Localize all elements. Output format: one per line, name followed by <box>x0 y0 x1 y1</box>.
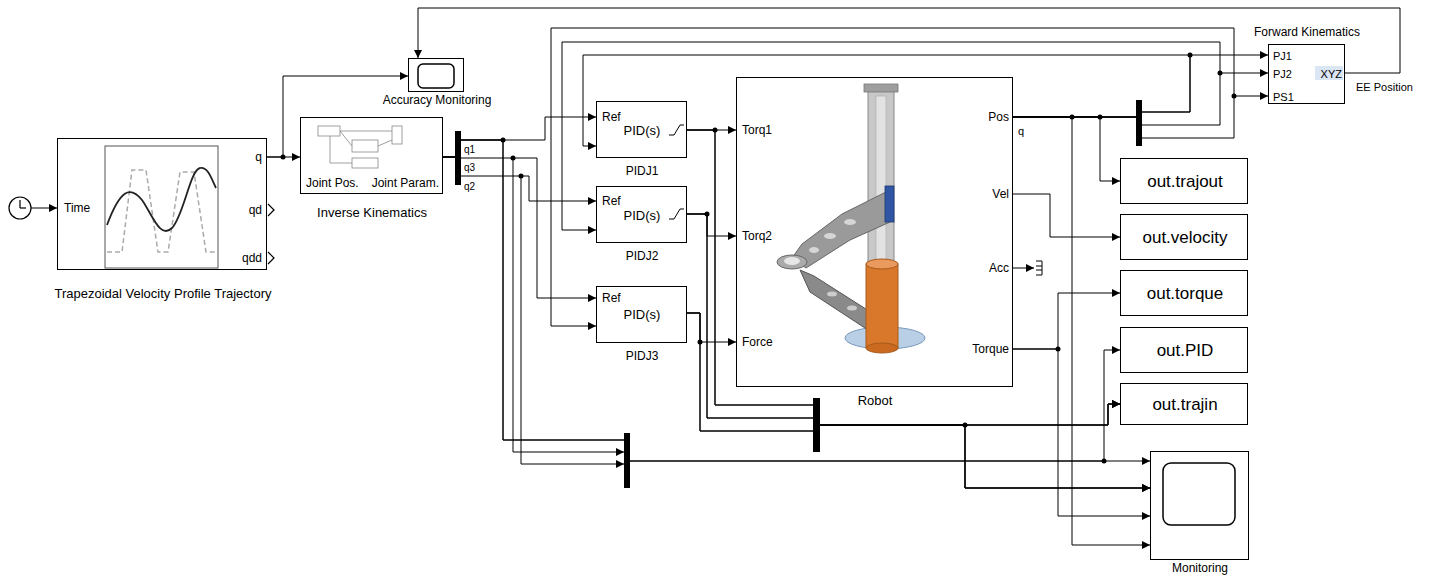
block-label: Time <box>64 202 90 215</box>
workspace-output: out.torque <box>1120 270 1248 316</box>
workspace-output: out.velocity <box>1120 214 1248 260</box>
block-label: Joint Param. <box>372 177 439 190</box>
block-label: Accuracy Monitoring <box>383 94 492 107</box>
signal-line <box>687 313 1150 488</box>
trajectory-plot-icon <box>105 146 218 268</box>
block-label: qdd <box>242 252 262 265</box>
scope-screen <box>418 64 454 88</box>
block-label: Force <box>742 336 773 349</box>
signal-line <box>687 214 736 236</box>
signal-line <box>551 28 1234 326</box>
signal-line <box>443 157 596 298</box>
robot-illustration <box>777 84 925 353</box>
subsystem-block: Joint Pos.Joint Param.Inverse Kinematics <box>300 117 443 194</box>
signal-wire <box>1234 96 1268 97</box>
signal-line <box>687 214 1120 425</box>
block-label: out.torque <box>1147 285 1224 304</box>
block-label: PIDJ1 <box>626 165 659 178</box>
signal-line <box>687 130 1150 488</box>
block-label: q <box>255 151 262 164</box>
block-label: PJ2 <box>1273 68 1292 80</box>
block-label: Torq1 <box>742 124 772 137</box>
signal-wire <box>1220 73 1268 74</box>
terminator-symbol <box>1013 261 1042 275</box>
clock-symbol <box>9 197 57 219</box>
workspace-output: out.trajout <box>1120 158 1248 204</box>
scope-block: Accuracy Monitoring <box>408 58 464 92</box>
saturation-symbol <box>669 209 684 219</box>
output-port-symbol <box>268 252 274 264</box>
block-label: XYZ <box>1321 68 1342 80</box>
signal-name: q <box>1018 125 1024 137</box>
block-label: Ref <box>602 292 621 305</box>
block-label: Robot <box>858 394 893 408</box>
block-label: PIDJ2 <box>626 250 659 263</box>
signal-name: q2 <box>464 181 475 192</box>
block-label: Torq2 <box>742 230 772 243</box>
signal-wire <box>513 158 624 452</box>
signal-line <box>1013 293 1120 349</box>
scope-block: Monitoring <box>1150 451 1249 560</box>
output-port-symbol <box>268 204 274 216</box>
block-label: PIDJ3 <box>626 350 659 363</box>
output-highlight <box>1315 66 1343 80</box>
block-label: Joint Pos. <box>306 177 359 190</box>
signal-line <box>443 157 596 201</box>
block-label: PID(s) <box>624 209 661 223</box>
signal-name: q3 <box>464 162 475 173</box>
block-label: PJ1 <box>1273 50 1292 62</box>
block-label: Forward Kinematics <box>1254 26 1360 39</box>
block-label: qd <box>249 204 262 217</box>
block-label: Vel <box>992 188 1009 201</box>
signal-wire <box>521 176 624 464</box>
block-label: out.trajin <box>1152 396 1217 415</box>
workspace-output: out.trajin <box>1120 383 1248 425</box>
signal-line <box>443 140 1120 461</box>
workspace-output: out.PID <box>1120 327 1248 373</box>
block-label: PS1 <box>1273 91 1294 103</box>
block-label: out.PID <box>1157 342 1214 361</box>
block-label: out.velocity <box>1142 229 1227 248</box>
block-label: Inverse Kinematics <box>317 206 427 220</box>
signal-line <box>418 8 1400 73</box>
saturation-symbol <box>669 125 684 135</box>
block-label: Ref <box>602 195 621 208</box>
block-label: Torque <box>972 343 1009 356</box>
junction-dot <box>281 53 1237 464</box>
block-label: Pos <box>988 111 1009 124</box>
signal-line <box>1013 117 1120 181</box>
signal-line <box>443 117 596 157</box>
pid-block: RefPID(s)PIDJ2 <box>596 186 687 243</box>
block-label: PID(s) <box>624 308 661 322</box>
scope-screen <box>1163 463 1235 525</box>
signal-line <box>443 140 1150 461</box>
block-label: Acc <box>989 262 1009 275</box>
pid-block: RefPID(s)PIDJ1 <box>596 101 687 158</box>
block-label: EE Position <box>1356 81 1413 93</box>
pid-block: RefPID(s)PIDJ3 <box>596 286 687 343</box>
subsystem-icon <box>318 126 402 168</box>
block-label: PID(s) <box>624 124 661 138</box>
signal-line <box>1013 55 1268 117</box>
signal-line <box>687 313 736 342</box>
signal-line <box>687 214 1150 488</box>
block-label: Trapezoidal Velocity Profile Trajectory <box>54 287 271 301</box>
block-label: out.trajout <box>1147 173 1223 192</box>
signal-line <box>1013 117 1150 545</box>
signal-line <box>687 313 1120 431</box>
kinematics-block: Forward KinematicsPJ1PJ2PS1XYZEE Positio… <box>1268 44 1345 104</box>
block-label: Ref <box>602 111 621 124</box>
signal-line <box>1013 194 1120 237</box>
signal-line <box>687 130 1120 425</box>
robot-block: Torq1Torq2ForcePosVelAccTorqueRobot <box>736 77 1013 387</box>
trajectory-block: TimeqqdqddTrapezoidal Velocity Profile T… <box>57 138 267 270</box>
signal-name: q1 <box>464 144 475 155</box>
signal-line <box>562 42 1220 230</box>
signal-line <box>1013 349 1150 516</box>
block-label: Monitoring <box>1172 562 1228 575</box>
